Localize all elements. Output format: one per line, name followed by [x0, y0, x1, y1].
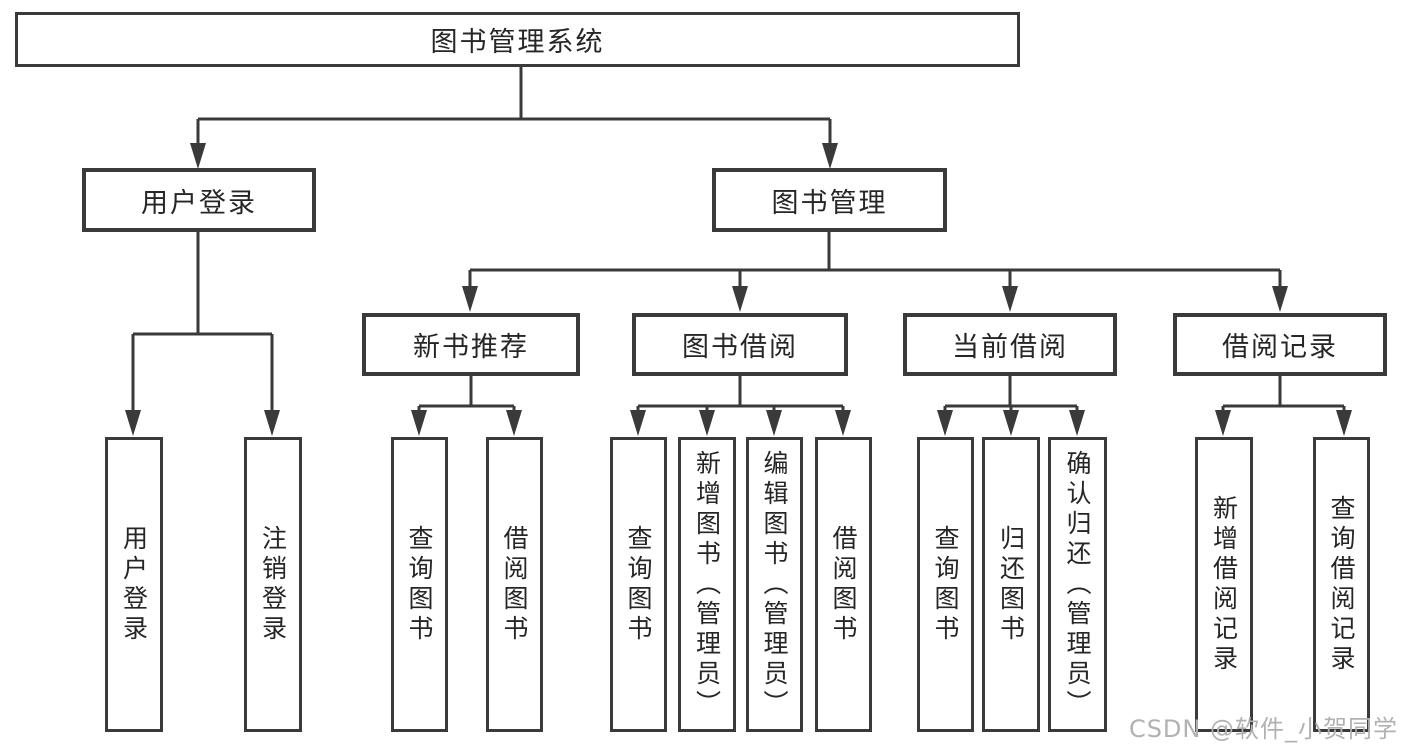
node-label: 图书借阅 [682, 332, 798, 363]
node-leaf-user-login: 用户登录 [105, 437, 163, 732]
node-leaf-logout: 注销登录 [244, 437, 302, 732]
node-label: 确认归还（管理员） [1063, 449, 1092, 720]
node-label: 借阅记录 [1222, 332, 1338, 363]
node-leaf-confirm-return-admin: 确认归还（管理员） [1048, 437, 1107, 732]
node-label: 查询图书 [624, 524, 653, 645]
node-user-login: 用户登录 [82, 168, 316, 232]
watermark: CSDN @软件_小贺同学 [1128, 715, 1398, 743]
node-leaf-borrow-books: 借阅图书 [815, 437, 872, 732]
node-root: 图书管理系统 [15, 12, 1020, 67]
connector-borrow-records [1221, 374, 1346, 414]
connector-book-borrow [636, 374, 845, 414]
node-label: 新书推荐 [413, 332, 529, 363]
node-leaf-borrow-books-recommend: 借阅图书 [486, 437, 543, 732]
node-label: 归还图书 [996, 524, 1026, 645]
arrowheads [125, 143, 1352, 436]
connector-root [196, 67, 832, 148]
node-label: 查询借阅记录 [1327, 494, 1356, 675]
node-new-book-recommend: 新书推荐 [362, 313, 580, 376]
node-label: 用户登录 [141, 187, 257, 219]
node-current-borrow: 当前借阅 [903, 313, 1117, 376]
node-leaf-query-books-recommend: 查询图书 [391, 437, 448, 732]
connector-current-borrow [943, 374, 1079, 414]
node-label: 借阅图书 [829, 524, 858, 645]
node-label: 用户登录 [119, 524, 149, 645]
node-label: 查询图书 [931, 524, 960, 645]
node-label: 图书管理 [771, 187, 888, 219]
node-label: 图书管理系统 [430, 27, 605, 58]
node-leaf-return-books: 归还图书 [982, 437, 1040, 732]
node-borrow-records: 借阅记录 [1173, 313, 1387, 376]
node-label: 新增借阅记录 [1209, 494, 1239, 675]
node-leaf-edit-book-admin: 编辑图书（管理员） [746, 437, 803, 732]
connector-new-book-recommend [417, 374, 516, 414]
node-leaf-add-borrow-record: 新增借阅记录 [1195, 437, 1253, 732]
connector-user-login [131, 230, 274, 414]
node-leaf-add-book-admin: 新增图书（管理员） [678, 437, 736, 732]
node-label: 注销登录 [258, 524, 288, 645]
node-label: 借阅图书 [500, 524, 529, 645]
node-leaf-query-borrow-record: 查询借阅记录 [1313, 437, 1370, 732]
node-label: 查询图书 [405, 524, 434, 645]
node-book-management: 图书管理 [712, 168, 947, 232]
node-label: 编辑图书（管理员） [760, 449, 789, 720]
node-book-borrow: 图书借阅 [632, 313, 848, 376]
connector-book-management [468, 230, 1282, 290]
node-leaf-query-books-current: 查询图书 [917, 437, 974, 732]
node-label: 新增图书（管理员） [692, 449, 722, 720]
node-leaf-query-books-borrow: 查询图书 [610, 437, 667, 732]
node-label: 当前借阅 [952, 332, 1068, 363]
